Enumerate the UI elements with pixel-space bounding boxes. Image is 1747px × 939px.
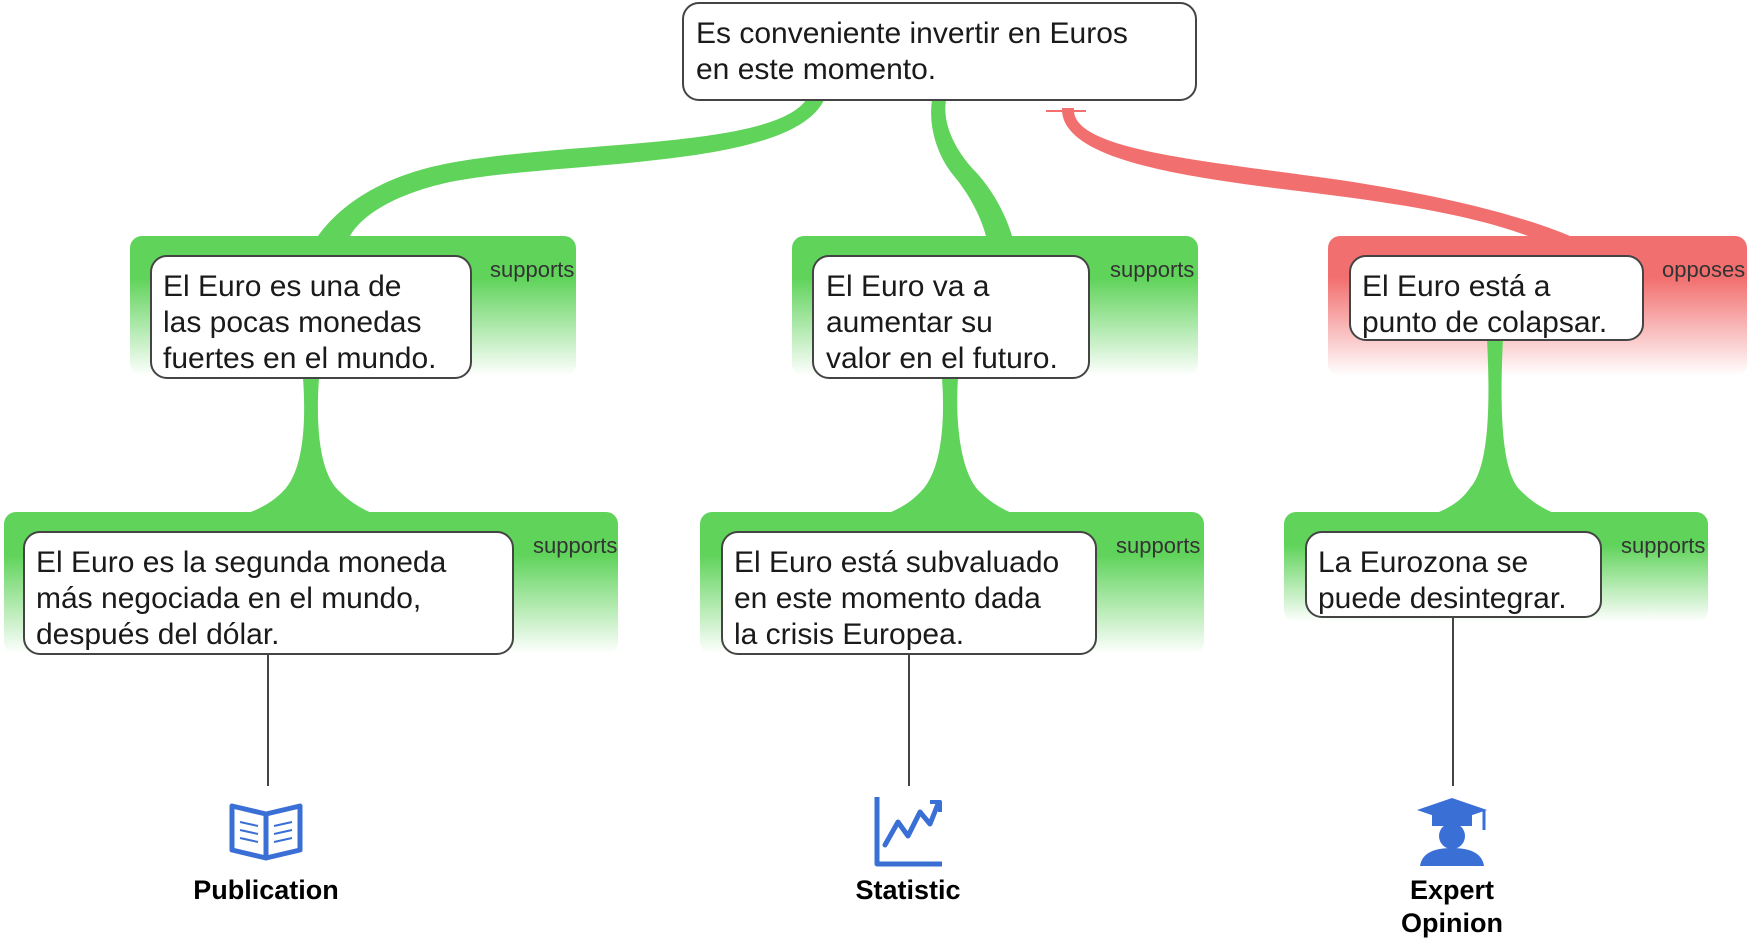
- premise-4-text-line-3: después del dólar.: [36, 618, 280, 651]
- premise-2-box: [812, 255, 1090, 379]
- relation-label-4: supports: [533, 533, 617, 558]
- objection-1-box: [1349, 255, 1644, 341]
- premise-6-text-line-1: La Eurozona se: [1318, 546, 1528, 579]
- main-claim-text-line-2: en este momento.: [696, 53, 936, 86]
- premise-4-box: [23, 531, 514, 655]
- premise-5-text-line-2: en este momento dada: [734, 582, 1041, 615]
- premise-2-text-line-1: El Euro va a: [826, 270, 990, 303]
- premise-2-text-line-2: aumentar su: [826, 306, 993, 339]
- objection-1[interactable]: El Euro está a punto de colapsar.: [1349, 255, 1644, 341]
- chart-icon: [874, 797, 942, 867]
- relation-label-1: supports: [490, 257, 574, 282]
- main-claim-text-line-1: Es conveniente invertir en Euros: [696, 17, 1128, 50]
- premise-4-text-line-1: El Euro es la segunda moneda: [36, 546, 447, 579]
- evidence-label-3-line-1: Expert: [1410, 875, 1494, 905]
- objection-1-text-line-1: El Euro está a: [1362, 270, 1551, 303]
- objection-1-text-line-2: punto de colapsar.: [1362, 306, 1607, 339]
- evidence-label-2: Statistic: [855, 875, 960, 905]
- support-connector-4: [246, 378, 374, 514]
- premise-1[interactable]: El Euro es una de las pocas monedas fuer…: [150, 255, 472, 379]
- support-connector-2: [931, 100, 1012, 236]
- relation-label-6: supports: [1621, 533, 1705, 558]
- premise-6-text-line-2: puede desintegrar.: [1318, 582, 1567, 615]
- premise-2[interactable]: El Euro va a aumentar su valor en el fut…: [812, 255, 1090, 379]
- premise-1-text-line-2: las pocas monedas: [163, 306, 422, 339]
- premise-1-box: [150, 255, 472, 379]
- graduate-icon: [1417, 798, 1487, 866]
- premise-1-text-line-3: fuertes en el mundo.: [163, 342, 437, 375]
- premise-5[interactable]: El Euro está subvaluado en este momento …: [721, 531, 1097, 655]
- relation-label-2: supports: [1110, 257, 1194, 282]
- premise-4-text-line-2: más negociada en el mundo,: [36, 582, 421, 615]
- premise-5-box: [721, 531, 1097, 655]
- main-claim-box: [682, 2, 1197, 101]
- premise-5-text-line-3: la crisis Europea.: [734, 618, 964, 651]
- premise-6[interactable]: La Eurozona se puede desintegrar.: [1305, 531, 1602, 618]
- relation-label-5: supports: [1116, 533, 1200, 558]
- support-connector-6: [1434, 338, 1556, 514]
- premise-5-text-line-1: El Euro está subvaluado: [734, 546, 1059, 579]
- premise-1-text-line-1: El Euro es una de: [163, 270, 402, 303]
- support-connector-1: [318, 100, 824, 236]
- evidence-label-1: Publication: [193, 875, 339, 905]
- relation-label-3: opposes: [1662, 257, 1745, 282]
- premise-6-box: [1305, 531, 1602, 618]
- support-connector-5: [886, 378, 1014, 514]
- premise-2-text-line-3: valor en el futuro.: [826, 342, 1058, 375]
- oppose-connector: [1061, 108, 1570, 236]
- premise-4[interactable]: El Euro es la segunda moneda más negocia…: [23, 531, 514, 655]
- main-claim[interactable]: Es conveniente invertir en Euros en este…: [682, 2, 1197, 101]
- evidence-label-3-line-2: Opinion: [1401, 908, 1503, 938]
- book-icon: [229, 803, 303, 861]
